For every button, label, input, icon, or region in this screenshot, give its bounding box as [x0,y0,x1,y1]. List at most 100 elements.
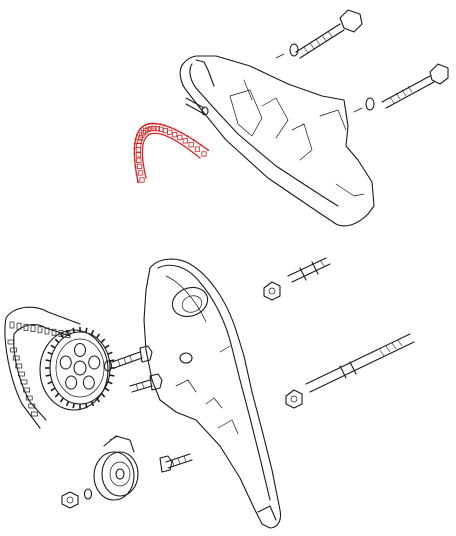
sprocket-tooth [107,381,113,385]
sprocket-tooth [85,327,88,333]
belt-tooth [12,355,20,361]
sprocket-tooth [104,344,110,349]
threaded-stud-long [305,333,415,393]
sprocket-tooth [72,403,75,409]
belt-tooth [23,324,29,331]
belt-dot [151,122,154,125]
belt-tooth [148,126,154,132]
belt-dot [180,131,183,134]
upper-cover-bolt-long-1 [295,9,363,59]
belt-tooth [137,135,144,141]
belt-tooth [135,152,142,158]
belt-dot [137,181,139,183]
belt-dot [207,149,209,151]
belt-tooth [151,125,157,131]
sprocket-tooth [107,351,113,355]
belt-tooth [154,125,160,132]
sprocket-tooth [59,397,64,403]
sprocket-tooth [54,338,60,344]
belt-tooth [139,177,145,183]
belt-tooth [182,138,188,144]
belt-dot [141,125,144,128]
sprocket-hole [74,343,86,357]
sprocket-tooth [96,397,101,403]
belt-tooth [167,129,173,135]
sprocket-tooth [104,387,110,392]
timing-belt [4,306,81,429]
belt-dot [163,124,166,127]
washer-sprocket [103,360,113,372]
belt-tooth [18,371,25,377]
belt-dot [137,130,140,133]
belt-tooth [23,387,30,393]
lower-cover-bolt-2 [159,453,193,473]
belt-tooth [136,157,142,163]
belt-tooth [158,126,164,132]
belt-tooth [15,363,23,369]
belt-dot [154,122,157,125]
upper-cover-washer-1 [275,43,299,59]
belt-tooth [10,347,17,353]
tensioner-nut [61,491,79,509]
belt-dot [147,122,150,125]
belt-tooth [139,132,145,138]
belt-tooth [171,132,178,138]
belt-dot [134,165,137,168]
belt-dot [144,124,147,126]
belt-tooth [177,134,183,141]
sprocket-tooth [59,333,64,339]
sprocket-tooth [109,359,115,362]
belt-tooth [201,151,207,157]
belt-tooth [20,379,28,385]
belt-dot [192,139,195,142]
sprocket-tooth [47,381,53,385]
timing-belt-section-highlighted [133,122,209,183]
nut-lower-right [285,389,303,409]
lower-timing-belt-cover [143,258,282,529]
tensioner-washer [83,488,93,500]
sprocket-tooth [72,327,75,333]
sprocket-tooth [54,392,60,398]
sprocket-tooth [50,344,56,349]
belt-tooth [51,328,57,336]
belt-dot [168,126,171,129]
sprocket-tooth [45,359,51,362]
belt-dot [133,152,136,155]
sprocket-tooth [65,400,70,407]
belt-tooth [188,142,194,148]
belt-dot [133,159,136,162]
lower-cover-bolt-1 [129,373,163,393]
nut-upper-right [263,281,281,301]
sprocket-tooth [96,333,101,339]
sprocket-hole [88,355,101,370]
belt-tooth [135,147,142,153]
belt-dot [133,147,136,150]
tensioner-pulley [93,435,139,501]
belt-dot [159,123,162,126]
belt-tooth [194,146,201,152]
belt-dot [134,137,137,140]
belt-tooth [31,411,38,417]
sprocket-tooth [45,374,51,377]
belt-tooth [136,138,143,145]
upper-timing-belt-cover [179,55,375,227]
belt-dot [139,127,142,130]
threaded-stud-short [287,257,331,283]
belt-dot [174,128,177,131]
sprocket-hole [59,355,72,370]
belt-tooth [136,163,143,169]
belt-dot [135,173,138,176]
sprocket-tooth [90,400,95,407]
upper-cover-bolt-long-2 [381,63,449,109]
belt-tooth [9,321,15,329]
sprocket-tooth [90,329,95,336]
sprocket-hole [65,375,78,390]
belt-tooth [25,395,33,401]
sprocket-tooth [100,338,106,344]
belt-dot [186,135,189,138]
sprocket-bolt [111,345,153,369]
sprocket-tooth [65,329,70,336]
belt-tooth [44,327,50,335]
